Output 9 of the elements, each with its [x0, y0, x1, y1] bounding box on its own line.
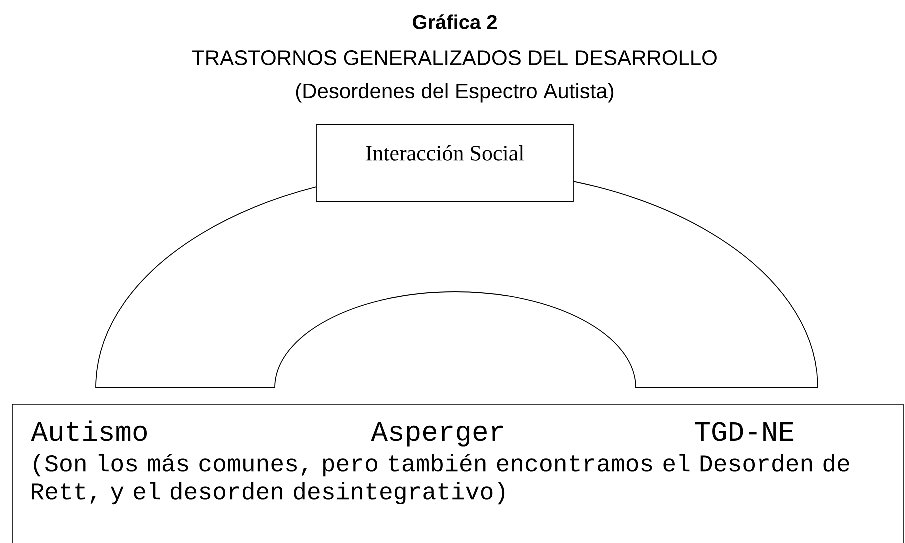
note-text: (Son los más comunes, pero también encontramos el Desorden de Rett, y el desorden desintegrativo) [32, 454, 850, 505]
category-label: Asperger [371, 422, 504, 447]
text-panel [12, 404, 904, 543]
category-label: TGD-NE [695, 422, 794, 442]
subtitle: (Desordenes del Espectro Autista) [296, 83, 614, 103]
subtitle: TRASTORNOS GENERALIZADOS DEL DESARROLLO [192, 50, 717, 66]
category-label: Autismo [31, 420, 147, 442]
title: Gráfica 2 [413, 14, 497, 30]
concept-box: Interacción Social [316, 124, 574, 202]
